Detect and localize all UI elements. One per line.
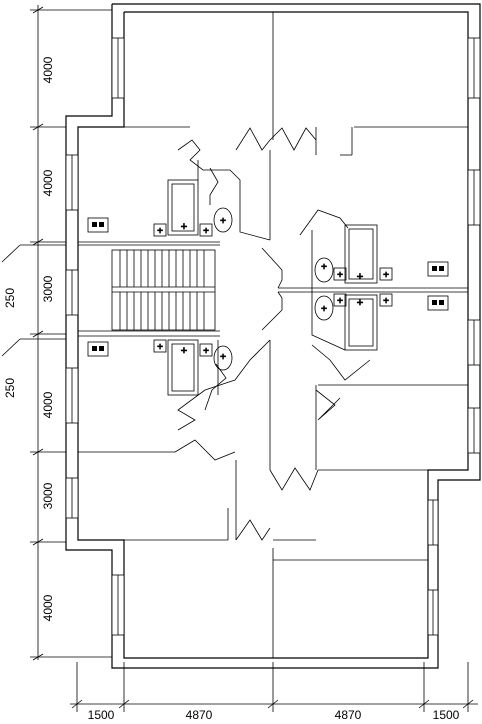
- svg-text:+: +: [203, 346, 209, 357]
- dim-label-v6: 4000: [41, 594, 55, 621]
- socket-pair-1: [87, 217, 109, 233]
- svg-text:+: +: [157, 342, 163, 353]
- dim-label-v4: 4000: [41, 391, 55, 418]
- toilet-upper-right: [314, 257, 334, 283]
- bathtub-lower-right: [344, 294, 378, 351]
- svg-text:+: +: [357, 297, 363, 309]
- svg-text:+: +: [383, 296, 389, 307]
- dim-label-h4: 1500: [433, 708, 460, 722]
- dim-label-h1: 1500: [88, 708, 115, 722]
- dim-label-h2: 4870: [186, 708, 213, 722]
- dim-label-v3: 3000: [41, 275, 55, 302]
- zigzag-partitions: [174, 127, 371, 541]
- socket-pair-2: [87, 341, 109, 357]
- bathtub-upper-right: [344, 224, 378, 284]
- svg-text:+: +: [220, 352, 226, 363]
- plus-symbols: + + + + + + + + + + + + + + + +: [153, 216, 393, 363]
- windows: [65, 37, 481, 636]
- dim-label-v5: 3000: [41, 482, 55, 509]
- vertical-dimension-labels: 4000 4000 3000 4000 3000 4000 250 250: [3, 56, 55, 621]
- socket-pair-4: [427, 295, 449, 311]
- toilet-upper-left: [213, 207, 233, 233]
- dim-label-v1: 4000: [41, 56, 55, 83]
- svg-text:+: +: [337, 296, 343, 307]
- staircase: [111, 249, 216, 331]
- svg-text:+: +: [203, 226, 209, 237]
- svg-text:+: +: [383, 270, 389, 281]
- interior-walls: [78, 12, 468, 658]
- svg-text:+: +: [321, 304, 327, 315]
- svg-text:+: +: [220, 216, 226, 227]
- bathtub-upper-left: [167, 179, 199, 236]
- svg-text:+: +: [337, 270, 343, 281]
- horizontal-dimension-chain: [70, 662, 478, 712]
- vertical-dimension-chain: [1, 5, 112, 661]
- socket-pairs: [87, 217, 449, 357]
- svg-text:+: +: [321, 262, 327, 273]
- svg-text:+: +: [157, 226, 163, 237]
- socket-pair-3: [427, 261, 449, 277]
- horizontal-dimension-labels: 1500 4870 4870 1500: [88, 708, 460, 722]
- svg-text:+: +: [181, 221, 187, 233]
- svg-text:+: +: [181, 345, 187, 357]
- bathtub-lower-left: [167, 339, 199, 396]
- toilet-lower-left: [213, 345, 233, 371]
- bathroom-fixtures: [167, 160, 378, 396]
- offset-label-1: 250: [3, 288, 17, 308]
- offset-label-2: 250: [3, 378, 17, 398]
- dim-label-v2: 4000: [41, 169, 55, 196]
- toilet-lower-right: [314, 295, 334, 321]
- dim-label-h3: 4870: [335, 708, 362, 722]
- svg-text:+: +: [357, 271, 363, 283]
